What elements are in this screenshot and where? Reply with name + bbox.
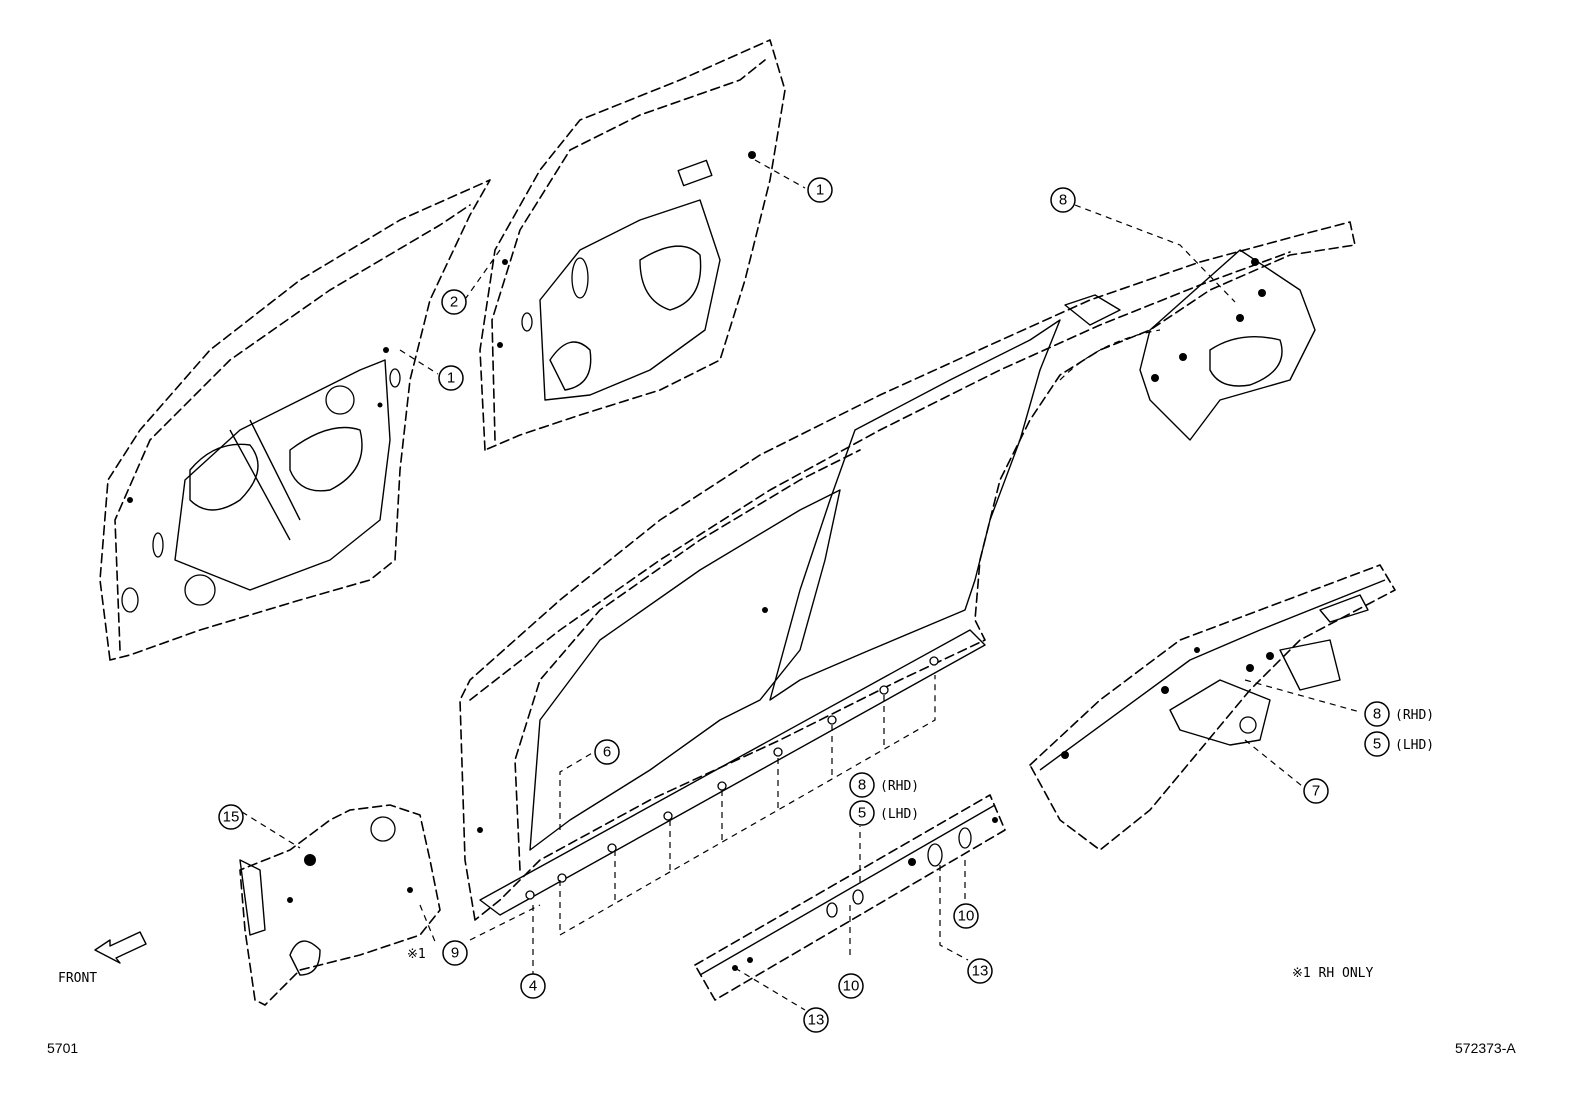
callout-10-lower: 10 [838, 973, 864, 999]
svg-text:1: 1 [816, 182, 824, 199]
callout-13-left: 13 [803, 1007, 829, 1033]
callout-5-floor-note: (LHD) [1395, 738, 1434, 753]
svg-text:7: 7 [1312, 783, 1320, 800]
page-code: 5701 [47, 1040, 79, 1056]
front-arrow-icon [94, 931, 147, 964]
rear-door-panel [479, 39, 786, 451]
svg-text:13: 13 [972, 963, 989, 980]
svg-text:4: 4 [529, 978, 537, 995]
callout-8-top: 8 [1050, 187, 1076, 213]
callout-8-rocker: 8 [849, 772, 875, 798]
callout-15: 15 [218, 804, 244, 830]
front-wheel-apron [239, 804, 441, 1006]
callout-10-upper: 10 [953, 903, 979, 929]
svg-text:5: 5 [1373, 736, 1381, 753]
callout-6: 6 [594, 739, 620, 765]
callout-9: 9 [442, 940, 468, 966]
leader-lines [241, 159, 1361, 1011]
rh-only-note: ※1 RH ONLY [1292, 966, 1374, 981]
callout-5-rocker-note: (LHD) [880, 807, 919, 822]
rocker-reinforcement [694, 794, 1006, 1001]
svg-text:5: 5 [858, 805, 866, 822]
callout-9-prefix: ※1 [407, 947, 426, 962]
callout-4: 4 [520, 973, 546, 999]
front-label: FRONT [58, 971, 97, 986]
callout-5-floor: 5 [1364, 731, 1390, 757]
svg-text:6: 6 [603, 744, 611, 761]
diagram-code: 572373-A [1455, 1040, 1516, 1056]
callout-8-floor-note: (RHD) [1395, 708, 1434, 723]
svg-text:8: 8 [858, 777, 866, 794]
callout-2: 2 [441, 289, 467, 315]
callout-1-front-door: 1 [438, 365, 464, 391]
callout-1-rear-door: 1 [807, 177, 833, 203]
svg-text:8: 8 [1373, 706, 1381, 723]
svg-text:8: 8 [1059, 192, 1067, 209]
svg-text:2: 2 [450, 294, 458, 311]
svg-text:9: 9 [451, 945, 459, 962]
callout-13-right: 13 [967, 958, 993, 984]
svg-text:13: 13 [808, 1012, 825, 1029]
svg-text:10: 10 [958, 908, 975, 925]
svg-text:15: 15 [223, 809, 240, 826]
callout-8-rocker-note: (RHD) [880, 779, 919, 794]
callout-7: 7 [1303, 778, 1329, 804]
callout-8-floor: 8 [1364, 701, 1390, 727]
svg-text:10: 10 [843, 978, 860, 995]
body-side-outer-panel [459, 221, 1356, 921]
callout-5-rocker: 5 [849, 800, 875, 826]
rear-floor-side-member [1029, 564, 1396, 851]
svg-text:1: 1 [447, 370, 455, 387]
front-door-panel [99, 179, 491, 661]
